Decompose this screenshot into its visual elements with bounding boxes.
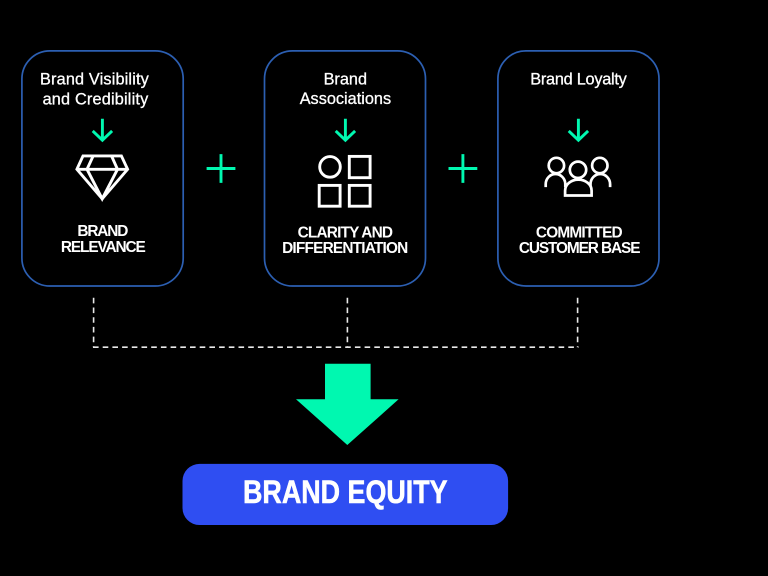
svg-text:RELEVANCE: RELEVANCE — [61, 239, 146, 256]
svg-text:DIFFERENTIATION: DIFFERENTIATION — [282, 240, 408, 257]
svg-text:Brand Visibility: Brand Visibility — [40, 71, 150, 89]
svg-text:BRAND: BRAND — [77, 223, 128, 240]
svg-text:CLARITY AND: CLARITY AND — [298, 224, 393, 241]
svg-text:Associations: Associations — [300, 90, 391, 108]
svg-text:Brand Loyalty: Brand Loyalty — [530, 71, 627, 89]
svg-text:Brand: Brand — [324, 70, 367, 88]
svg-text:BRAND EQUITY: BRAND EQUITY — [243, 475, 448, 511]
svg-text:COMMITTED: COMMITTED — [536, 225, 623, 242]
svg-text:and Credibility: and Credibility — [43, 90, 150, 108]
svg-text:CUSTOMER BASE: CUSTOMER BASE — [519, 240, 640, 257]
